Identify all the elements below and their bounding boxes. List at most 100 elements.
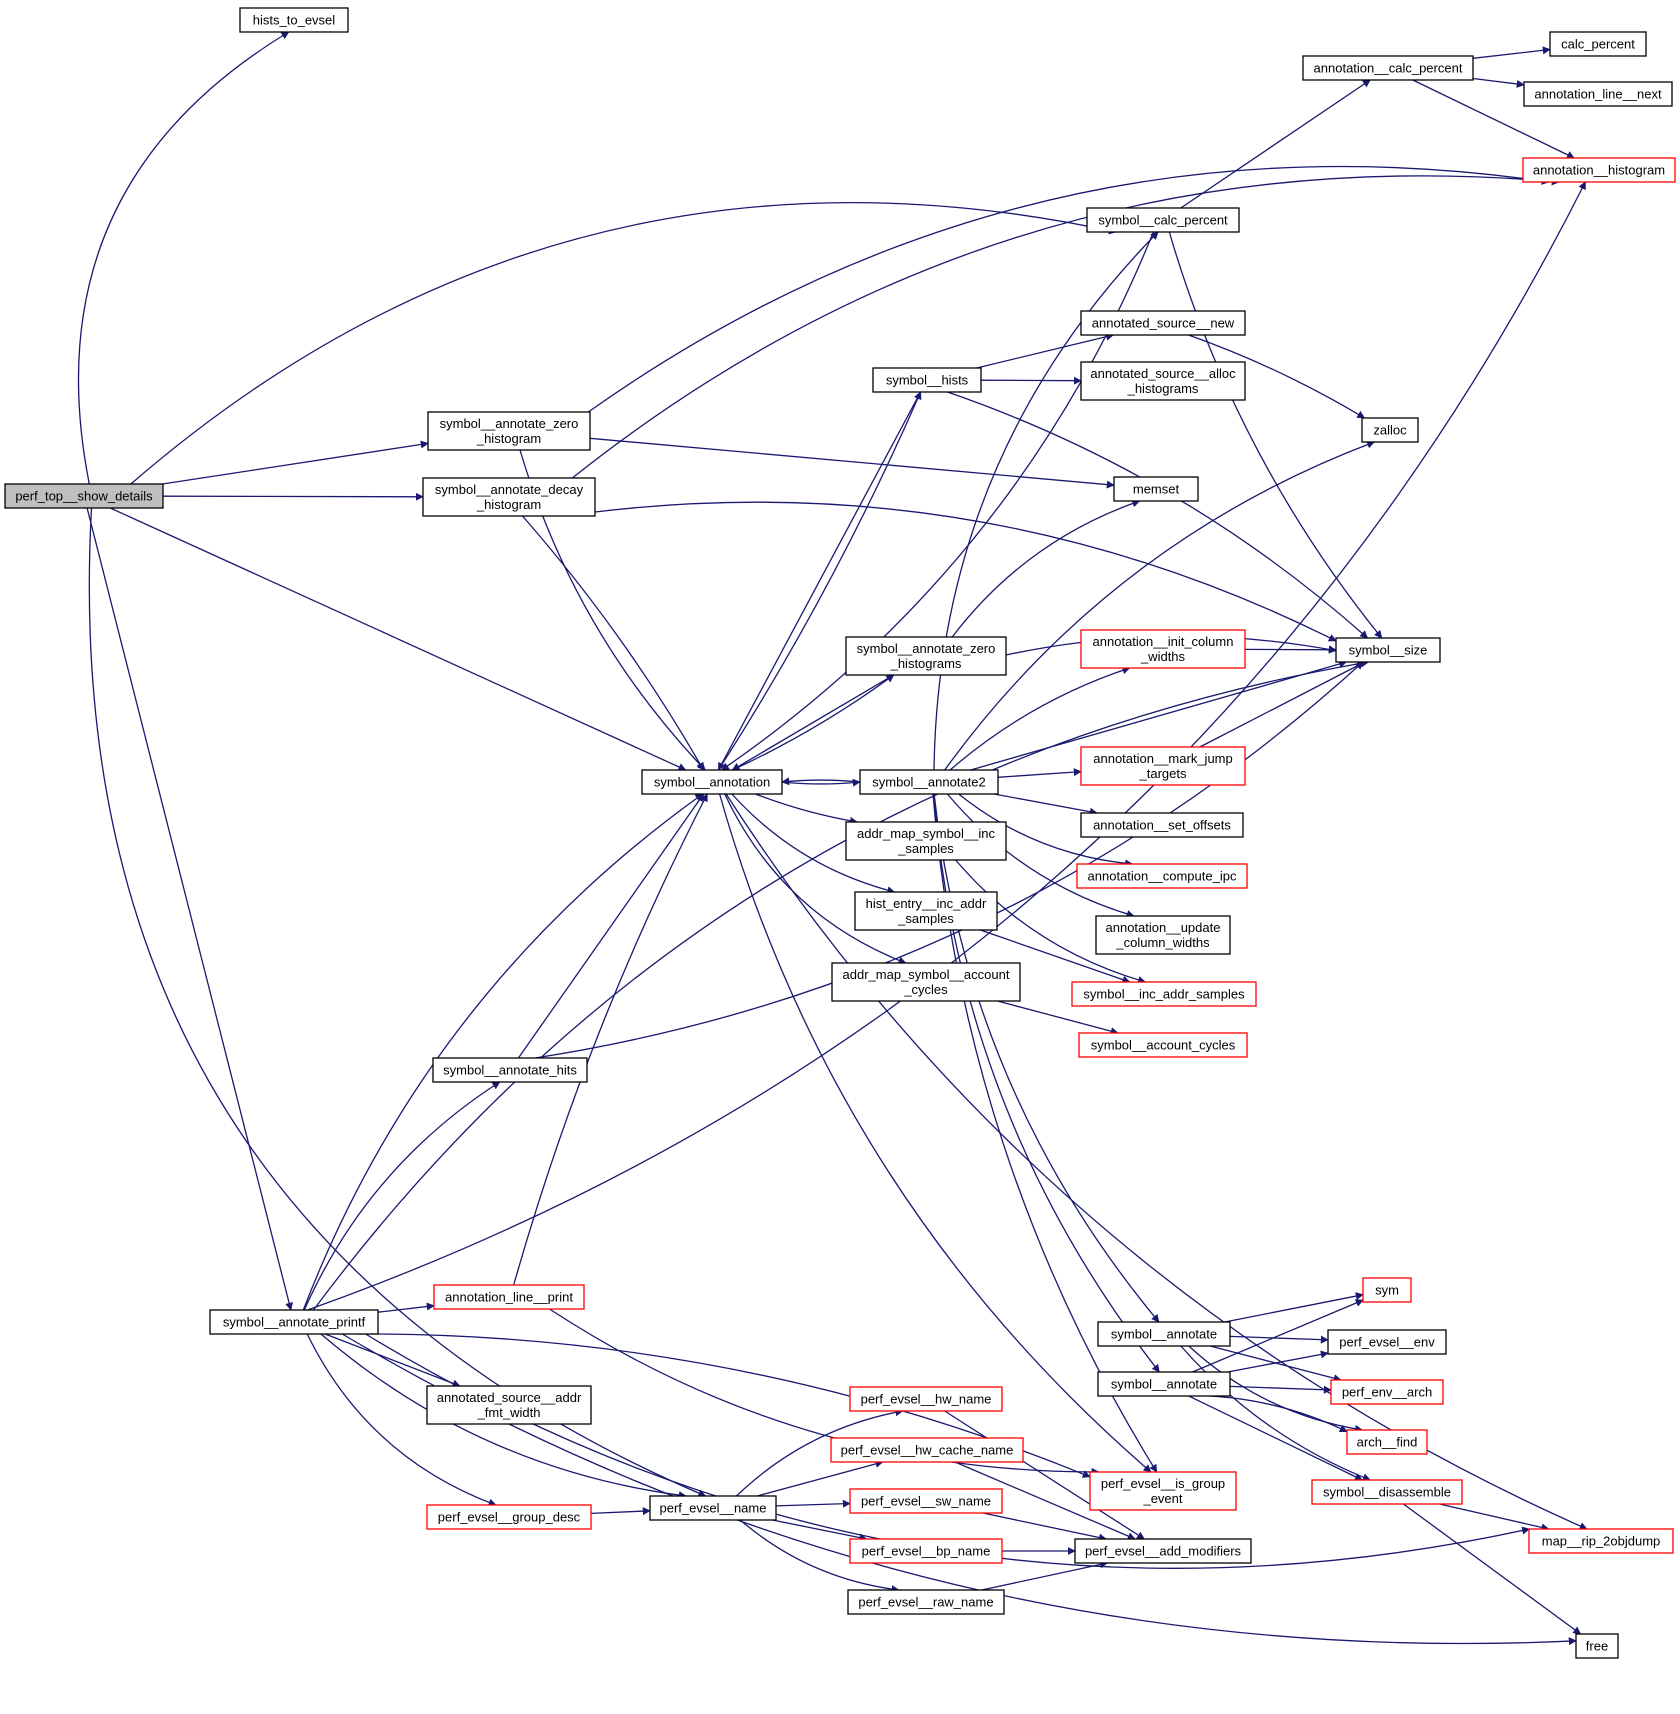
node-box[interactable] (849, 1538, 1003, 1564)
node-box[interactable] (872, 367, 982, 393)
node-box[interactable] (1523, 81, 1673, 107)
node-annotated-source-alloc[interactable]: annotated_source__alloc_histograms (1080, 361, 1246, 401)
node-annotation-init-column[interactable]: annotation__init_column_widths (1080, 629, 1246, 669)
node-box[interactable] (432, 1057, 588, 1083)
node-box[interactable] (1361, 417, 1419, 443)
node-box[interactable] (1330, 1379, 1444, 1405)
node-symbol-annotation[interactable]: symbol__annotation (641, 769, 783, 795)
node-perf-evsel-bp-name[interactable]: perf_evsel__bp_name (849, 1538, 1003, 1564)
node-box[interactable] (1311, 1479, 1463, 1505)
node-zalloc[interactable]: zalloc (1361, 417, 1419, 443)
node-box[interactable] (1327, 1329, 1447, 1355)
node-symbol-account-cycles[interactable]: symbol__account_cycles (1078, 1032, 1248, 1058)
node-box[interactable] (433, 1284, 585, 1310)
node-perf-evsel-name[interactable]: perf_evsel__name (649, 1495, 777, 1521)
node-box[interactable] (1097, 1371, 1231, 1397)
node-box[interactable] (1078, 1032, 1248, 1058)
node-addr-map-symbol-inc[interactable]: addr_map_symbol__inc_samples (845, 821, 1007, 861)
node-sym-ann-decay-hist[interactable]: symbol__annotate_decay_histogram (422, 477, 596, 517)
node-box[interactable] (1080, 361, 1246, 401)
node-box[interactable] (1080, 746, 1246, 786)
node-box[interactable] (1086, 207, 1240, 233)
node-box[interactable] (1528, 1528, 1674, 1554)
node-arch-find[interactable]: arch__find (1346, 1429, 1428, 1455)
node-symbol-annotate-a[interactable]: symbol__annotate (1097, 1321, 1231, 1347)
node-symbol-annotate-b[interactable]: symbol__annotate (1097, 1371, 1231, 1397)
node-perf-top[interactable]: perf_top__show_details (4, 483, 164, 509)
node-map-rip-2objdump[interactable]: map__rip_2objdump (1528, 1528, 1674, 1554)
node-calc-percent[interactable]: calc_percent (1549, 31, 1647, 57)
node-box[interactable] (1080, 812, 1244, 838)
node-box[interactable] (847, 1589, 1005, 1615)
node-symbol-inc-addr-samples[interactable]: symbol__inc_addr_samples (1071, 981, 1257, 1007)
node-symbol-disassemble[interactable]: symbol__disassemble (1311, 1479, 1463, 1505)
node-sym-ann-zero-hists[interactable]: symbol__annotate_zero_histograms (845, 636, 1007, 676)
node-box[interactable] (859, 769, 999, 795)
node-box[interactable] (845, 636, 1007, 676)
node-box[interactable] (649, 1495, 777, 1521)
node-annotation-compute-ipc[interactable]: annotation__compute_ipc (1076, 863, 1248, 889)
node-box[interactable] (1335, 637, 1441, 663)
node-symbol-calc-percent[interactable]: symbol__calc_percent (1086, 207, 1240, 233)
node-box[interactable] (1522, 157, 1676, 183)
node-box[interactable] (4, 483, 164, 509)
node-box[interactable] (239, 7, 349, 33)
node-perf-evsel-group-desc[interactable]: perf_evsel__group_desc (426, 1504, 592, 1530)
node-annotation-set-offsets[interactable]: annotation__set_offsets (1080, 812, 1244, 838)
node-perf-evsel-hw-cache-name[interactable]: perf_evsel__hw_cache_name (830, 1437, 1024, 1463)
node-annotated-source-new[interactable]: annotated_source__new (1080, 310, 1246, 336)
node-annotation-line-next[interactable]: annotation_line__next (1523, 81, 1673, 107)
node-box[interactable] (830, 1437, 1024, 1463)
node-symbol-annotate-hits[interactable]: symbol__annotate_hits (432, 1057, 588, 1083)
node-perf-evsel-sw-name[interactable]: perf_evsel__sw_name (849, 1488, 1003, 1514)
node-annotation-line-print[interactable]: annotation_line__print (433, 1284, 585, 1310)
node-annotation-mark-jump[interactable]: annotation__mark_jump_targets (1080, 746, 1246, 786)
node-box[interactable] (426, 1504, 592, 1530)
node-annotation-update-column[interactable]: annotation__update_column_widths (1095, 915, 1231, 955)
node-box[interactable] (1097, 1321, 1231, 1347)
node-box[interactable] (1080, 629, 1246, 669)
node-box[interactable] (1074, 1538, 1252, 1564)
node-box[interactable] (1076, 863, 1248, 889)
node-box[interactable] (1549, 31, 1647, 57)
node-box[interactable] (1080, 310, 1246, 336)
node-hist-entry-inc-addr[interactable]: hist_entry__inc_addr_samples (854, 891, 998, 931)
node-symbol-size[interactable]: symbol__size (1335, 637, 1441, 663)
node-sym-ann-zero-hist[interactable]: symbol__annotate_zero_histogram (427, 411, 591, 451)
node-perf-evsel-hw-name[interactable]: perf_evsel__hw_name (849, 1386, 1003, 1412)
node-annotated-source-addr[interactable]: annotated_source__addr_fmt_width (426, 1385, 592, 1425)
node-box[interactable] (209, 1309, 379, 1335)
node-box[interactable] (831, 962, 1021, 1002)
node-sym[interactable]: sym (1362, 1277, 1412, 1303)
node-box[interactable] (1113, 476, 1199, 502)
node-box[interactable] (845, 821, 1007, 861)
node-memset[interactable]: memset (1113, 476, 1199, 502)
node-free[interactable]: free (1575, 1633, 1619, 1659)
node-box[interactable] (641, 769, 783, 795)
node-box[interactable] (1302, 55, 1474, 81)
node-box[interactable] (1575, 1633, 1619, 1659)
node-box[interactable] (1346, 1429, 1428, 1455)
node-box[interactable] (854, 891, 998, 931)
node-box[interactable] (1089, 1471, 1237, 1511)
node-box[interactable] (426, 1385, 592, 1425)
node-symbol-annotate2[interactable]: symbol__annotate2 (859, 769, 999, 795)
node-box[interactable] (422, 477, 596, 517)
node-symbol-annotate-printf[interactable]: symbol__annotate_printf (209, 1309, 379, 1335)
node-box[interactable] (849, 1386, 1003, 1412)
node-perf-env-arch[interactable]: perf_env__arch (1330, 1379, 1444, 1405)
node-annotation-calc-percent[interactable]: annotation__calc_percent (1302, 55, 1474, 81)
node-box[interactable] (1362, 1277, 1412, 1303)
node-symbol-hists[interactable]: symbol__hists (872, 367, 982, 393)
node-perf-evsel-add-modifiers[interactable]: perf_evsel__add_modifiers (1074, 1538, 1252, 1564)
node-annotation-histogram[interactable]: annotation__histogram (1522, 157, 1676, 183)
node-perf-evsel-env[interactable]: perf_evsel__env (1327, 1329, 1447, 1355)
node-box[interactable] (427, 411, 591, 451)
node-perf-evsel-raw-name[interactable]: perf_evsel__raw_name (847, 1589, 1005, 1615)
node-addr-map-symbol-account[interactable]: addr_map_symbol__account_cycles (831, 962, 1021, 1002)
node-box[interactable] (849, 1488, 1003, 1514)
node-perf-evsel-is-group[interactable]: perf_evsel__is_group_event (1089, 1471, 1237, 1511)
node-hists-to-evsel[interactable]: hists_to_evsel (239, 7, 349, 33)
node-box[interactable] (1071, 981, 1257, 1007)
node-box[interactable] (1095, 915, 1231, 955)
